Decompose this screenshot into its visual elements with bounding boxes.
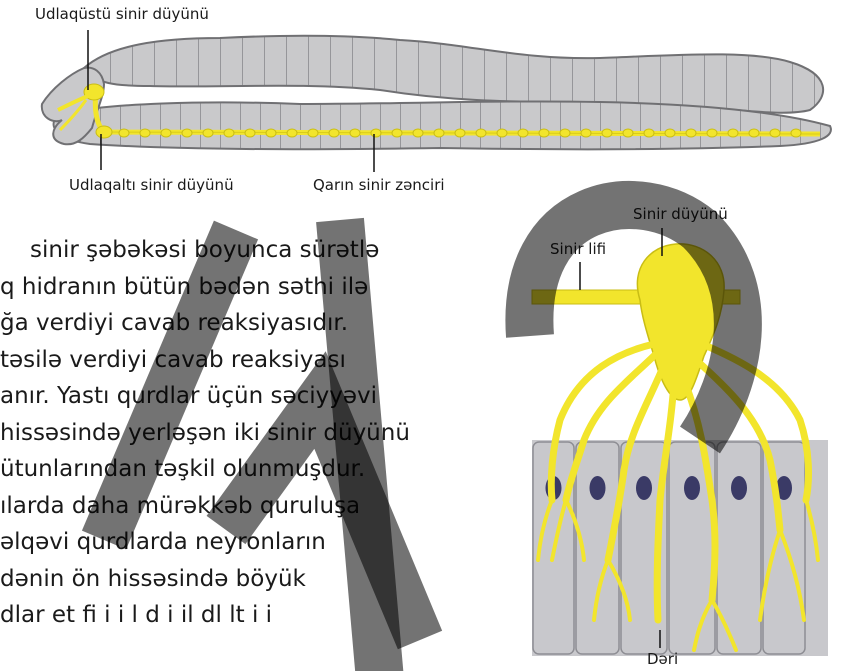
segment-ganglion bbox=[665, 129, 675, 137]
sub-pharyngeal-ganglion bbox=[96, 126, 112, 138]
segment-ganglion bbox=[623, 129, 633, 137]
segment-ganglion bbox=[686, 129, 696, 137]
nerve-cell-diagram bbox=[532, 228, 828, 656]
text-line: ılarda daha mürəkkəb quruluşa bbox=[0, 488, 410, 525]
segment-ganglion bbox=[203, 129, 213, 137]
segment-ganglion bbox=[476, 129, 486, 137]
text-line: ütunlarından təşkil olunmuşdur. bbox=[0, 451, 410, 488]
text-line: dənin ön hissəsində böyük bbox=[0, 561, 410, 598]
segment-ganglion bbox=[602, 129, 612, 137]
cell-nucleus bbox=[636, 476, 652, 500]
text-line: sinir şəbəkəsi boyunca sürətlə bbox=[0, 232, 410, 269]
label-nerve-fiber: Sinir lifi bbox=[550, 240, 606, 258]
cell-nucleus bbox=[684, 476, 700, 500]
text-line: dlar et fi i i l d i il dl lt i i bbox=[0, 597, 410, 634]
segment-ganglion bbox=[287, 129, 297, 137]
segment-ganglion bbox=[224, 129, 234, 137]
segment-ganglion bbox=[266, 129, 276, 137]
label-sub-pharyngeal-ganglion: Udlaqaltı sinir düyünü bbox=[69, 176, 234, 194]
label-ventral-nerve-cord: Qarın sinir zənciri bbox=[313, 176, 445, 194]
cell-nucleus bbox=[731, 476, 747, 500]
segment-ganglion bbox=[182, 129, 192, 137]
body-text: sinir şəbəkəsi boyunca sürətlə q hidranı… bbox=[0, 232, 410, 634]
segment-ganglion bbox=[560, 129, 570, 137]
segment-ganglion bbox=[329, 129, 339, 137]
text-line: təsilə verdiyi cavab reaksiyası bbox=[0, 342, 410, 379]
segment-ganglion bbox=[413, 129, 423, 137]
segment-ganglion bbox=[434, 129, 444, 137]
text-line: əlqəvi qurdlarda neyronların bbox=[0, 524, 410, 561]
segment-ganglion bbox=[455, 129, 465, 137]
text-line: hissəsində yerləşən iki sinir düyünü bbox=[0, 415, 410, 452]
segment-ganglion bbox=[350, 129, 360, 137]
segment-ganglion bbox=[140, 129, 150, 137]
segment-ganglion bbox=[392, 129, 402, 137]
segment-ganglion bbox=[245, 129, 255, 137]
segment-ganglion bbox=[770, 129, 780, 137]
segment-ganglion bbox=[581, 129, 591, 137]
segment-ganglion bbox=[497, 129, 507, 137]
text-line: ğa verdiyi cavab reaksiyasıdır. bbox=[0, 305, 410, 342]
segment-ganglion bbox=[707, 129, 717, 137]
label-skin: Dəri bbox=[647, 650, 678, 668]
cell-nucleus bbox=[590, 476, 606, 500]
segment-ganglion bbox=[119, 129, 129, 137]
segment-ganglion bbox=[371, 129, 381, 137]
segment-ganglion bbox=[791, 129, 801, 137]
worm-body-upper bbox=[84, 36, 823, 113]
segment-ganglion bbox=[539, 129, 549, 137]
text-line: anır. Yastı qurdlar üçün səciyyəvi bbox=[0, 378, 410, 415]
segment-ganglion bbox=[728, 129, 738, 137]
segment-ganglion bbox=[308, 129, 318, 137]
segment-ganglion bbox=[644, 129, 654, 137]
segment-ganglion bbox=[518, 129, 528, 137]
segment-ganglion bbox=[161, 129, 171, 137]
worm-body-lower bbox=[54, 101, 831, 149]
label-supra-pharyngeal-ganglion: Udlaqüstü sinir düyünü bbox=[35, 5, 209, 23]
segment-ganglion bbox=[749, 129, 759, 137]
text-line: q hidranın bütün bədən səthi ilə bbox=[0, 269, 410, 306]
label-nerve-ganglion: Sinir düyünü bbox=[633, 205, 728, 223]
